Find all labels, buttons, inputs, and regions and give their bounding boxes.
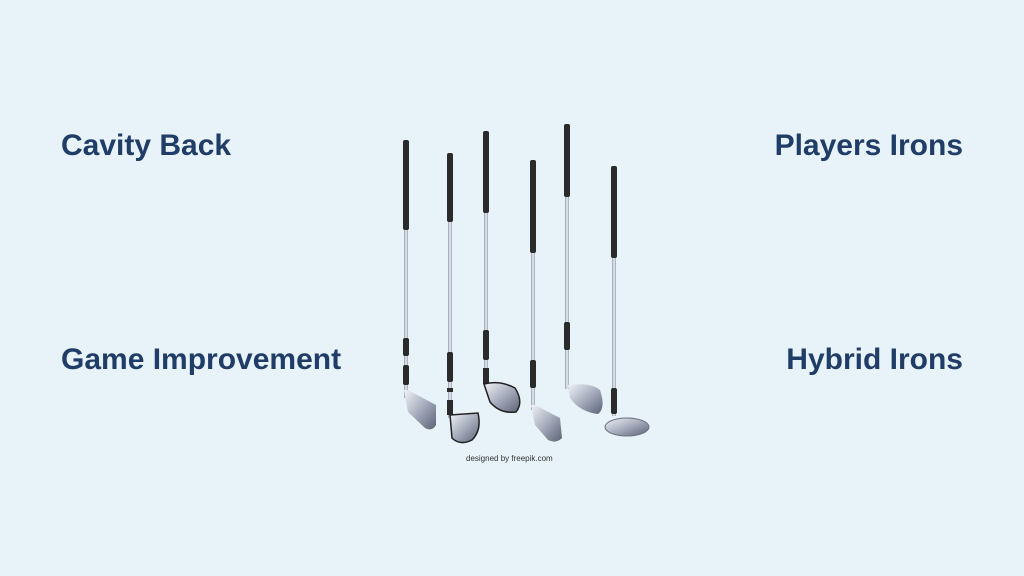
label-hybrid-irons: Hybrid Irons — [786, 343, 963, 376]
label-players-irons: Players Irons — [774, 129, 963, 162]
club-hybrid-6 — [604, 166, 650, 437]
label-game-improvement: Game Improvement — [61, 343, 342, 376]
label-cavity-back: Cavity Back — [61, 129, 232, 162]
club-iron-2 — [447, 153, 480, 444]
freepik-credit: designed by freepik.com — [466, 454, 553, 463]
club-iron-5 — [564, 124, 603, 414]
club-iron-1 — [403, 140, 436, 430]
club-iron-3 — [483, 131, 521, 414]
club-iron-4 — [530, 160, 562, 442]
